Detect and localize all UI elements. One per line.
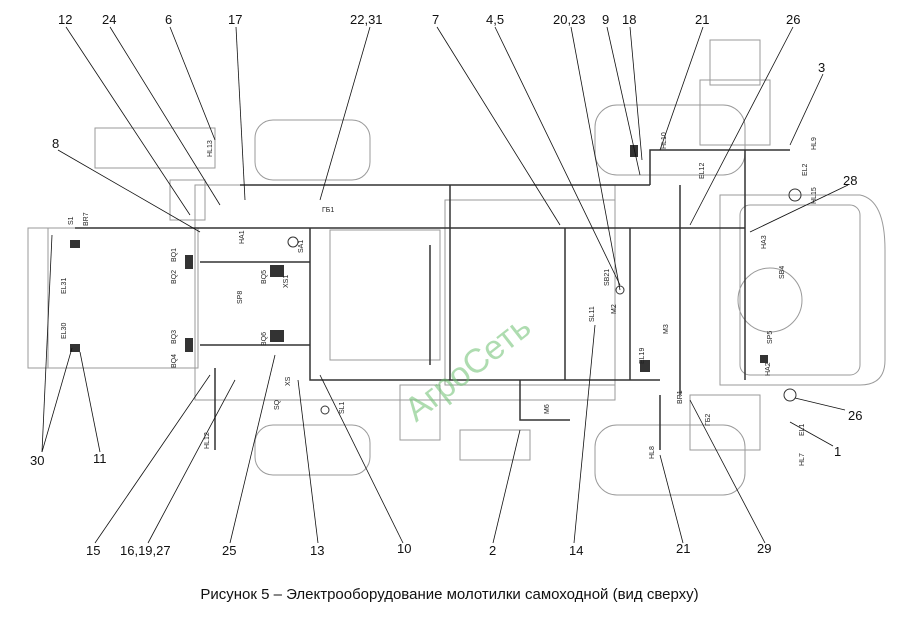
label-el30: EL30: [61, 323, 68, 339]
label-m3: M3: [663, 324, 670, 334]
callout-21-bottom: 21: [676, 541, 690, 556]
label-sl1: SL1: [339, 401, 346, 414]
callout-8: 8: [52, 136, 59, 151]
label-sp5: SP5: [767, 331, 774, 344]
leader-lines: [41, 26, 849, 544]
label-bq6: BQ6: [261, 332, 268, 346]
callout-3: 3: [818, 60, 825, 75]
label-el31: EL31: [61, 278, 68, 294]
callout-7: 7: [432, 12, 439, 27]
label-hl10: HL10: [661, 132, 668, 149]
callout-25: 25: [222, 543, 236, 558]
callout-21-top: 21: [695, 12, 709, 27]
label-el2: EL2: [802, 163, 809, 176]
connector-markers: [70, 145, 802, 415]
label-ha3: HA3: [761, 235, 768, 249]
callout-30: 30: [30, 453, 44, 468]
label-br1: BR1: [677, 390, 684, 404]
callout-20-23: 20,23: [553, 12, 586, 27]
label-xs1: XS1: [283, 275, 290, 288]
machine-outline: [27, 39, 886, 496]
callouts-top: 12 24 6 17 22,31 7 4,5 20,23 9 18 21 26 …: [58, 12, 825, 75]
component-designations: HL13 SA1 ГБ1 HL10 EL12 HL9 EL2 HL15 S1 B…: [61, 132, 818, 466]
label-hl13: HL13: [207, 140, 214, 157]
callouts-left: 8: [52, 136, 59, 151]
label-sa1: SA1: [298, 240, 305, 253]
label-hl8: HL8: [649, 446, 656, 459]
callout-16-19-27: 16,19,27: [120, 543, 171, 558]
callout-26-right: 26: [848, 408, 862, 423]
label-bq5: BQ5: [261, 270, 268, 284]
label-gb1: ГБ1: [322, 207, 334, 214]
callout-9: 9: [602, 12, 609, 27]
callout-14: 14: [569, 543, 583, 558]
label-hl9: HL9: [811, 137, 818, 150]
callout-15: 15: [86, 543, 100, 558]
label-br7: BR7: [83, 212, 90, 226]
callout-24: 24: [102, 12, 116, 27]
label-bq3: BQ3: [171, 330, 178, 344]
callout-29: 29: [757, 541, 771, 556]
callout-4-5: 4,5: [486, 12, 504, 27]
callout-28: 28: [843, 173, 857, 188]
label-hl12: HL12: [204, 432, 211, 449]
watermark: АгроСеть: [398, 308, 538, 429]
label-sb21: SB21: [604, 269, 611, 286]
label-m2: M2: [611, 304, 618, 314]
callouts-right: 28 26 1: [834, 173, 862, 459]
callout-12: 12: [58, 12, 72, 27]
callout-17: 17: [228, 12, 242, 27]
callouts-bottom: 30 11 15 16,19,27 25 13 10 2 14 21 29: [30, 451, 771, 558]
callout-1: 1: [834, 444, 841, 459]
callout-10: 10: [397, 541, 411, 556]
label-bq4: BQ4: [171, 354, 178, 368]
label-el19: EL19: [639, 348, 646, 364]
label-ha1: HA1: [239, 230, 246, 244]
label-sb4: SB4: [779, 266, 786, 279]
callout-26-top: 26: [786, 12, 800, 27]
figure-caption: Рисунок 5 – Электрооборудование молотилк…: [200, 586, 699, 603]
label-s1: S1: [68, 216, 75, 225]
callout-2: 2: [489, 543, 496, 558]
label-el12: EL12: [699, 163, 706, 179]
label-bq1: BQ1: [171, 248, 178, 262]
label-sq: SQ: [274, 399, 281, 410]
label-el1: EL1: [799, 423, 806, 436]
label-hl7: HL7: [799, 453, 806, 466]
label-xs: ХS: [285, 376, 292, 386]
callout-13: 13: [310, 543, 324, 558]
label-gb2: ГБ2: [705, 414, 712, 426]
label-ha2: HA2: [765, 362, 772, 376]
label-sp8: SP8: [237, 291, 244, 304]
callout-11: 11: [93, 451, 107, 466]
label-bq2: BQ2: [171, 270, 178, 284]
callout-22-31: 22,31: [350, 12, 383, 27]
label-m6: M6: [544, 404, 551, 414]
label-hl15: HL15: [811, 187, 818, 204]
callout-6: 6: [165, 12, 172, 27]
wiring-harness: [75, 149, 790, 450]
label-sl11: SL11: [589, 306, 596, 322]
callout-18: 18: [622, 12, 636, 27]
